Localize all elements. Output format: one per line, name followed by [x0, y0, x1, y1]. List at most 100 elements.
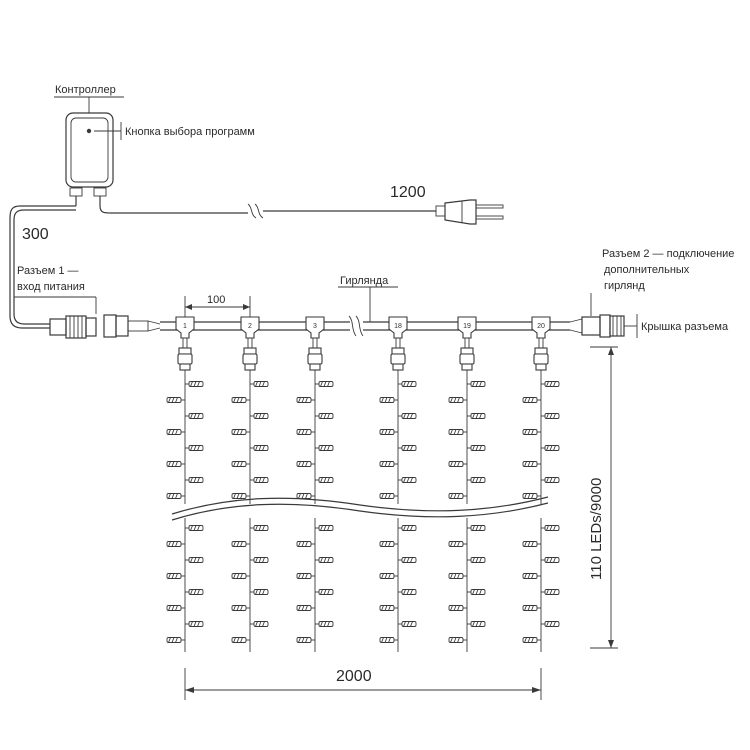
led [250, 589, 269, 595]
strand-number: 19 [463, 323, 471, 330]
led [231, 605, 250, 611]
led [467, 589, 486, 595]
connector2-label-line1: Разъем 2 — подключение [602, 248, 734, 260]
led [541, 477, 560, 483]
led [448, 493, 467, 499]
led [296, 461, 315, 467]
led [296, 573, 315, 579]
led [522, 605, 541, 611]
led [315, 589, 334, 595]
led [166, 429, 185, 435]
break-line [171, 496, 549, 521]
led [541, 621, 560, 627]
strand-20: 20 [522, 316, 560, 652]
led [296, 605, 315, 611]
led [315, 413, 334, 419]
connector1-label-line1: Разъем 1 — [17, 265, 79, 277]
led [379, 605, 398, 611]
connector-1 [49, 315, 97, 339]
strand-1: 1 [166, 316, 204, 652]
connector2-label-line2: дополнительных [604, 264, 690, 276]
strand-number: 3 [313, 323, 317, 330]
led [296, 541, 315, 547]
led [398, 589, 417, 595]
led [541, 413, 560, 419]
led [296, 429, 315, 435]
led [166, 493, 185, 499]
led [231, 429, 250, 435]
led [448, 429, 467, 435]
led [379, 637, 398, 643]
strand-19: 19 [448, 316, 486, 652]
led [231, 541, 250, 547]
led [467, 525, 486, 531]
button-label: Кнопка выбора программ [125, 126, 255, 138]
led [185, 413, 204, 419]
led [315, 477, 334, 483]
spacing-dimension [184, 296, 251, 318]
led [315, 557, 334, 563]
led [166, 541, 185, 547]
led [522, 397, 541, 403]
led [522, 637, 541, 643]
width-dimension [184, 668, 542, 700]
led [296, 493, 315, 499]
led [379, 541, 398, 547]
led [541, 557, 560, 563]
strand-number: 18 [394, 323, 402, 330]
led [185, 589, 204, 595]
led [398, 477, 417, 483]
strand-number: 2 [248, 323, 252, 330]
led [398, 413, 417, 419]
led [315, 621, 334, 627]
led [185, 525, 204, 531]
led [315, 525, 334, 531]
led [250, 413, 269, 419]
led [166, 637, 185, 643]
led [522, 461, 541, 467]
led [448, 397, 467, 403]
strand-number: 1 [183, 323, 187, 330]
led [379, 429, 398, 435]
strand-3: 3 [296, 316, 334, 652]
led [522, 573, 541, 579]
led [522, 493, 541, 499]
led [315, 381, 334, 387]
led [166, 397, 185, 403]
led [185, 557, 204, 563]
led [250, 525, 269, 531]
led [250, 621, 269, 627]
led [166, 573, 185, 579]
led [166, 461, 185, 467]
spacing-label: 100 [207, 294, 225, 306]
led [467, 477, 486, 483]
led [250, 381, 269, 387]
led [379, 397, 398, 403]
cable-300-label: 300 [22, 226, 49, 243]
power-cable [99, 203, 436, 219]
led [467, 445, 486, 451]
led [398, 621, 417, 627]
width-label: 2000 [336, 668, 372, 685]
led [166, 605, 185, 611]
led [231, 397, 250, 403]
led [522, 541, 541, 547]
cable-to-connector1 [9, 205, 76, 329]
led [231, 573, 250, 579]
led [296, 397, 315, 403]
led [250, 477, 269, 483]
led [467, 557, 486, 563]
led [379, 573, 398, 579]
led [541, 445, 560, 451]
led [448, 541, 467, 547]
strand-number: 20 [537, 323, 545, 330]
strand-18: 18 [379, 316, 417, 652]
led [296, 637, 315, 643]
led-strands: 1 2 3 18 19 20 [166, 316, 560, 652]
led [448, 573, 467, 579]
led [250, 445, 269, 451]
led [379, 461, 398, 467]
led [522, 429, 541, 435]
led [541, 525, 560, 531]
controller-label: Контроллер [55, 84, 116, 96]
